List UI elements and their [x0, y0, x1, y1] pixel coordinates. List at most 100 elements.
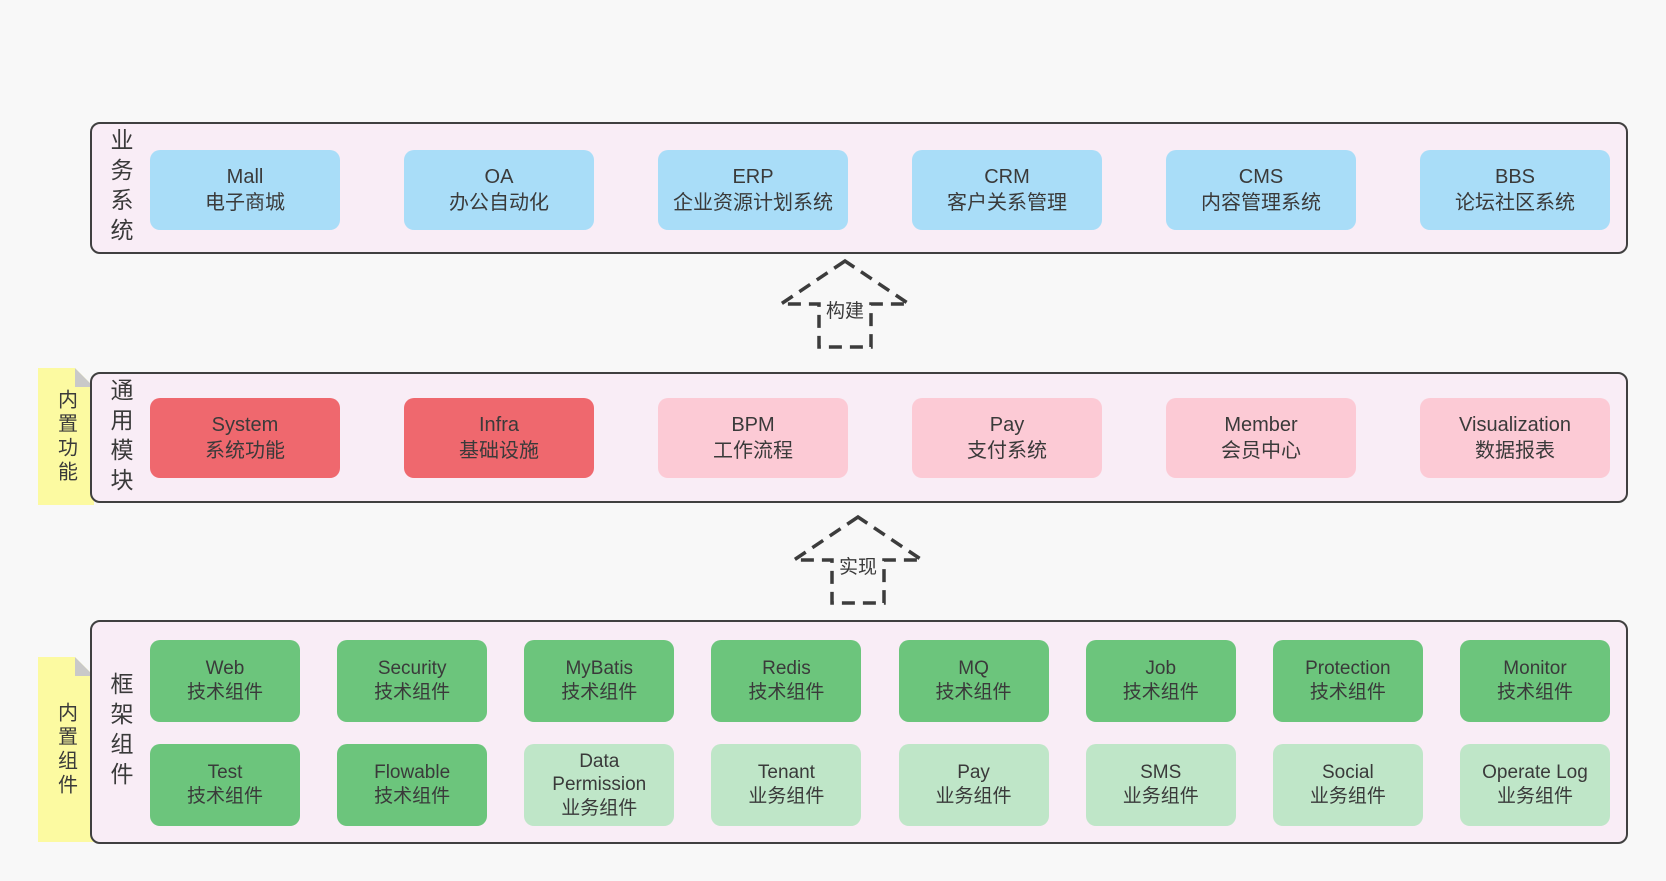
implement-arrow-label: 实现 [834, 552, 882, 579]
box-title: CRM [984, 166, 1030, 188]
builtin-components-note: 内置组件 [38, 657, 94, 842]
box-crm: CRM 客户关系管理 [912, 150, 1102, 230]
box-subtitle: 业务组件 [748, 786, 825, 807]
box-subtitle: 客户关系管理 [947, 192, 1067, 214]
box-subtitle: 技术组件 [186, 786, 263, 807]
box-subtitle: 技术组件 [561, 682, 638, 703]
box-subtitle: 技术组件 [1496, 682, 1573, 703]
box-title: Tenant [757, 762, 815, 784]
box-title: Protection [1305, 658, 1391, 680]
box-title: Monitor [1503, 658, 1567, 680]
box-subtitle: 技术组件 [1309, 682, 1386, 703]
box-subtitle: 数据报表 [1475, 440, 1555, 462]
box-title: Social [1321, 762, 1374, 784]
box-title: Security [377, 658, 447, 680]
dashed-up-arrow-icon [788, 514, 928, 605]
box-infra: Infra 基础设施 [404, 398, 594, 478]
dashed-up-arrow-icon [775, 258, 915, 349]
box-subtitle: 企业资源计划系统 [673, 192, 833, 214]
build-arrow-label: 构建 [821, 296, 869, 323]
box-title: Redis [762, 658, 811, 680]
box-title: Infra [478, 414, 520, 436]
box-title: Pay [989, 414, 1025, 436]
box-subtitle: 技术组件 [374, 786, 451, 807]
box-title: MQ [958, 658, 989, 680]
box-subtitle: 办公自动化 [449, 192, 549, 214]
box-subtitle: 电子商城 [205, 192, 285, 214]
box-subtitle: 业务组件 [1496, 786, 1573, 807]
box-subtitle: 技术组件 [1122, 682, 1199, 703]
box-bpm: BPM 工作流程 [658, 398, 848, 478]
box-title: Pay [957, 762, 990, 784]
box-subtitle: 工作流程 [713, 440, 793, 462]
box-subtitle: 技术组件 [186, 682, 263, 703]
box-title: CMS [1238, 166, 1284, 188]
common-modules-panel: 通用模块 System 系统功能 Infra 基础设施 BPM 工作流程 Pay 支付系统 Me… [90, 372, 1628, 503]
box-subtitle: 业务组件 [1122, 786, 1199, 807]
box-subtitle: 内容管理系统 [1201, 192, 1321, 214]
box-subtitle: 业务组件 [935, 786, 1012, 807]
box-title: Operate Log [1482, 762, 1588, 784]
implement-arrow: 实现 [788, 514, 928, 606]
business-systems-label: 业务系统 [107, 128, 133, 248]
framework-components-label: 框架组件 [107, 672, 133, 792]
box-oa: OA 办公自动化 [404, 150, 594, 230]
box-subtitle: 论坛社区系统 [1455, 192, 1575, 214]
box-subtitle: 基础设施 [459, 440, 539, 462]
box-cms: CMS 内容管理系统 [1166, 150, 1356, 230]
box-subtitle: 技术组件 [374, 682, 451, 703]
box-title: BPM [731, 414, 775, 436]
box-subtitle: 业务组件 [561, 797, 638, 819]
box-title: System [211, 414, 279, 436]
box-title: Mall [226, 166, 264, 188]
box-title: MyBatis [565, 658, 634, 680]
box-system: System 系统功能 [150, 398, 340, 478]
common-modules-label: 通用模块 [107, 377, 133, 498]
box-title: Test [207, 762, 243, 784]
box-subtitle: 系统功能 [205, 440, 285, 462]
box-title: Data Permission [552, 750, 647, 796]
business-systems-panel: 业务系统 Mall 电子商城 OA 办公自动化 ERP 企业资源计划系统 CRM 客户关系管理… [90, 122, 1628, 254]
business-boxes-row: Mall 电子商城 OA 办公自动化 ERP 企业资源计划系统 CRM 客户关系管理 CMS 内容… [150, 150, 1610, 230]
box-title: OA [484, 166, 514, 188]
builtin-components-note-label: 内置组件 [54, 701, 77, 798]
build-arrow: 构建 [775, 258, 915, 350]
box-bbs: BBS 论坛社区系统 [1420, 150, 1610, 230]
box-pay: Pay 支付系统 [912, 398, 1102, 478]
box-subtitle: 技术组件 [935, 682, 1012, 703]
box-title: BBS [1494, 166, 1536, 188]
box-title: SMS [1140, 762, 1182, 784]
box-title: Flowable [374, 762, 451, 784]
box-title: Job [1145, 658, 1177, 680]
box-title: Web [205, 658, 245, 680]
box-mall: Mall 电子商城 [150, 150, 340, 230]
box-subtitle: 业务组件 [1309, 786, 1386, 807]
box-title: ERP [732, 166, 774, 188]
box-subtitle: 会员中心 [1221, 440, 1301, 462]
box-subtitle: 支付系统 [967, 440, 1047, 462]
box-erp: ERP 企业资源计划系统 [658, 150, 848, 230]
box-subtitle: 技术组件 [748, 682, 825, 703]
